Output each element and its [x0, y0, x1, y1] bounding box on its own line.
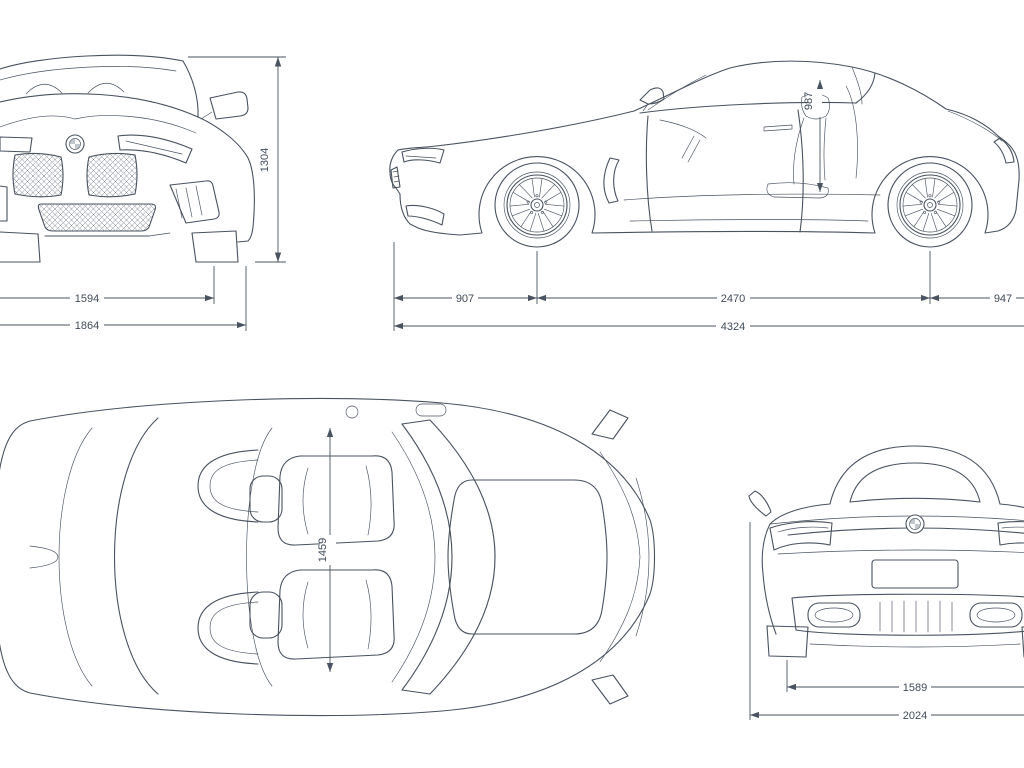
cabin-width-dim-label: 1459: [317, 538, 329, 562]
rear-wheel: [887, 162, 973, 248]
front-view-dimensions: 1304 1594 1864: [0, 56, 286, 332]
rear-track-dim-label: 1589: [903, 682, 927, 694]
length-dim-label: 4324: [721, 321, 745, 333]
front-overhang-dim-label: 907: [456, 293, 474, 305]
side-cabin-height-dim-label: 987: [803, 92, 815, 110]
rear-width-dim-label: 2024: [903, 710, 927, 722]
front-view: [0, 54, 255, 263]
top-view-dimensions: 1459: [317, 428, 336, 672]
top-view: [0, 397, 655, 717]
side-view: [389, 60, 1020, 248]
front-height-dim-label: 1304: [259, 148, 271, 172]
front-wheel: [494, 162, 580, 248]
bmw-roundel-icon: [64, 133, 86, 155]
bmw-roundel-icon: [904, 513, 926, 535]
rear-overhang-dim-label: 947: [994, 293, 1012, 305]
wheelbase-dim-label: 2470: [721, 293, 745, 305]
rear-view: [748, 445, 1024, 658]
side-view-dimensions: 987 907 2470 947 4324: [393, 80, 1024, 333]
rear-view-dimensions: 1589 2024: [749, 522, 1024, 722]
front-track-dim-label: 1594: [75, 293, 99, 305]
front-width-dim-label: 1864: [75, 320, 99, 332]
